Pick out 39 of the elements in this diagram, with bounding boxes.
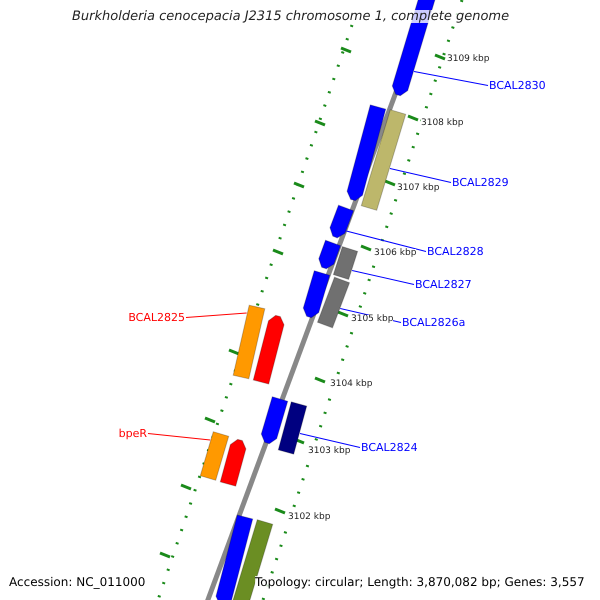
tick-label: 3108 kbp: [421, 119, 464, 128]
gene-label: BCAL2828: [427, 246, 484, 257]
gene-block: [278, 401, 308, 455]
gene-label: BCAL2825: [128, 312, 185, 323]
tick-label: 3109 kbp: [447, 55, 490, 64]
leader-line: [389, 168, 452, 183]
tick-label: 3104 kbp: [330, 380, 372, 389]
tick-label: 3102 kbp: [288, 513, 330, 522]
gene-block: [332, 246, 358, 280]
gene-label: BCAL2830: [489, 80, 546, 91]
gene-block: [260, 396, 288, 444]
tick-label: 3105 kbp: [351, 315, 394, 324]
tick-label: 3107 kbp: [397, 184, 440, 193]
gene-block: [346, 104, 386, 202]
gene-label: BCAL2827: [415, 279, 472, 290]
tick-label: 3103 kbp: [308, 447, 350, 456]
gene-label: BCAL2829: [452, 177, 509, 188]
gene-label: bpeR: [118, 428, 147, 439]
gene-block: [220, 438, 246, 487]
leader-line: [186, 312, 248, 318]
title: Burkholderia cenocepacia J2315 chromosome 1, complete genome: [72, 10, 510, 23]
gene-block: [318, 240, 342, 270]
leader-line: [346, 230, 426, 252]
gene-block: [329, 204, 354, 238]
gene-block: [302, 270, 330, 318]
gene-block: [252, 314, 285, 385]
gene-block: [316, 276, 350, 328]
leader-line: [300, 433, 360, 448]
gene-label: BCAL2826a: [402, 317, 466, 328]
leader-line: [148, 433, 211, 440]
leader-line: [414, 71, 488, 86]
gene-block: [215, 514, 254, 600]
tick-label: 3106 kbp: [374, 249, 416, 258]
footer-text: Accession: NC_011000: [9, 576, 146, 588]
leader-line: [352, 270, 414, 285]
footer-text: Topology: circular; Length: 3,870,082 bp; Genes: 3,557: [255, 576, 585, 588]
gene-block: [232, 304, 266, 380]
gene-block: [200, 431, 230, 481]
gene-label: BCAL2824: [361, 442, 418, 453]
